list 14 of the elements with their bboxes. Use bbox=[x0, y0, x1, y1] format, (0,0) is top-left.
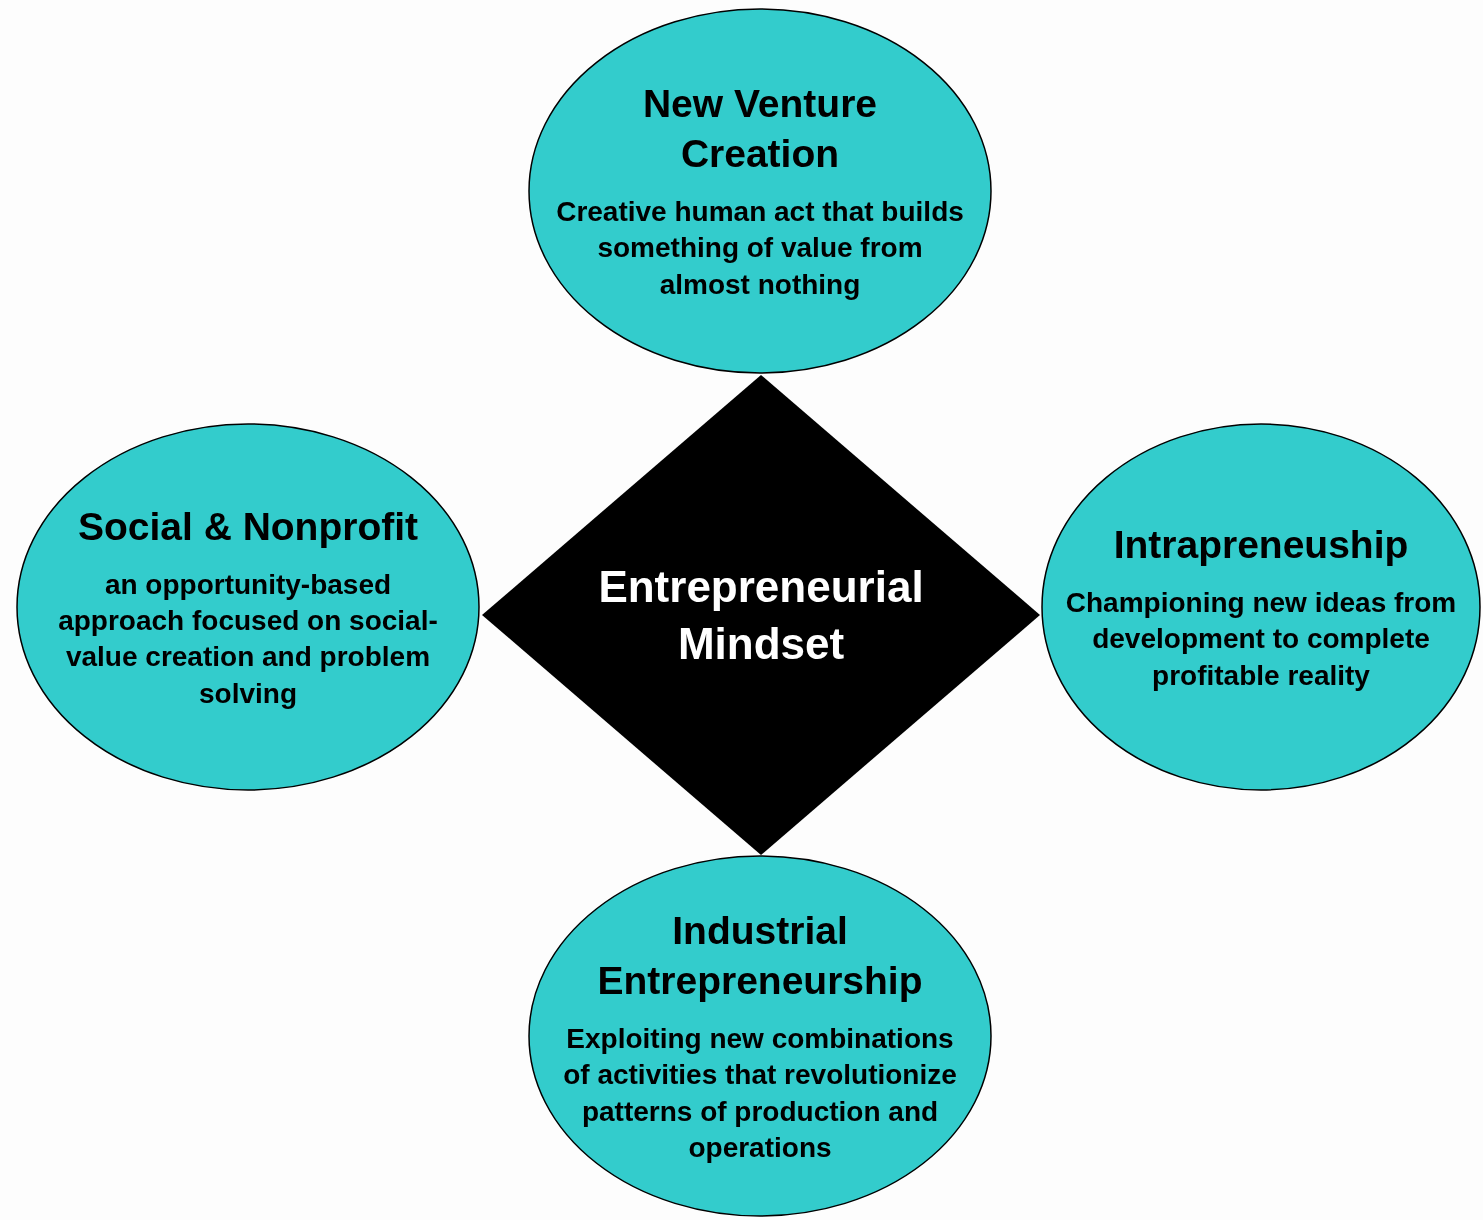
topic-oval bbox=[16, 423, 480, 791]
node-title: Industrial Entrepreneurship bbox=[596, 907, 924, 1005]
node-description: Championing new ideas from development to complete profitable reality bbox=[1064, 585, 1458, 693]
topic-oval bbox=[1041, 423, 1481, 791]
node-title: New Venture Creation bbox=[641, 80, 879, 178]
topic-oval bbox=[528, 855, 992, 1217]
node-title: Intrapreneuship bbox=[1113, 522, 1409, 569]
node-description: an opportunity-based approach focused on social-value creation and problem solving bbox=[57, 567, 439, 711]
center-diamond bbox=[482, 375, 1040, 855]
node-description: Creative human act that builds something of value from almost nothing bbox=[555, 195, 965, 302]
node-description: Exploiting new combinations of activities that revolutionize patterns of production and operations bbox=[562, 1021, 958, 1166]
node-title: Social & Nonprofit bbox=[77, 503, 419, 550]
topic-oval bbox=[528, 8, 992, 374]
center-label: Entrepreneurial Mindset bbox=[597, 560, 925, 670]
